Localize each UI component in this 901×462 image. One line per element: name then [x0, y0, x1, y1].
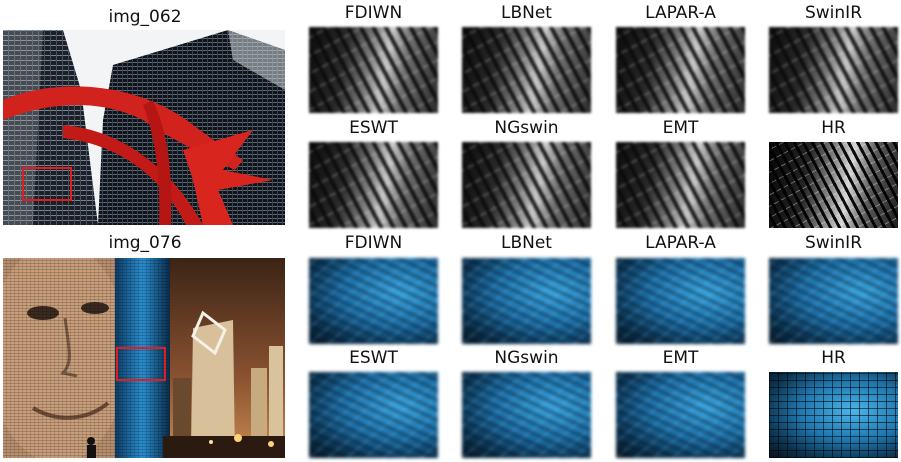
crop-img062-fdiwn [309, 27, 438, 113]
building-scene-illustration [3, 30, 285, 225]
method-label: NGswin [494, 348, 559, 368]
method-label: LBNet [501, 3, 552, 23]
crop-img076-lbnet [462, 258, 591, 344]
highlight-box-img062 [22, 167, 72, 201]
crop-img062-ngswin [462, 142, 591, 228]
crop-img076-hr [769, 372, 898, 458]
crop-img062-emt [616, 142, 745, 228]
method-label: LAPAR-A [645, 3, 716, 23]
crop-img062-eswt [309, 142, 438, 228]
crop-img062-lbnet [462, 27, 591, 113]
crop-img062-lapar-a [616, 27, 745, 113]
crop-img076-fdiwn [309, 258, 438, 344]
image-title-img062: img_062 [108, 7, 182, 27]
method-label: ESWT [349, 348, 398, 368]
method-label: FDIWN [344, 233, 403, 253]
fountain-scene-illustration [3, 258, 285, 458]
full-image-img062 [3, 30, 285, 225]
method-label: SwinIR [804, 3, 863, 23]
method-label: EMT [662, 118, 699, 138]
crop-img076-emt [616, 372, 745, 458]
method-label: SwinIR [804, 233, 863, 253]
method-label: LBNet [501, 233, 552, 253]
method-label: EMT [662, 348, 699, 368]
method-label: ESWT [349, 118, 398, 138]
method-label: NGswin [494, 118, 559, 138]
full-image-img076 [3, 258, 285, 458]
crop-img062-hr [769, 142, 898, 228]
method-label: LAPAR-A [645, 233, 716, 253]
crop-img076-eswt [309, 372, 438, 458]
method-label: HR [821, 348, 846, 368]
crop-img076-swinir [769, 258, 898, 344]
crop-img076-ngswin [462, 372, 591, 458]
image-title-img076: img_076 [108, 233, 182, 253]
crop-img062-swinir [769, 27, 898, 113]
crop-img076-lapar-a [616, 258, 745, 344]
method-label: HR [821, 118, 846, 138]
method-label: FDIWN [344, 3, 403, 23]
highlight-box-img076 [116, 347, 166, 381]
